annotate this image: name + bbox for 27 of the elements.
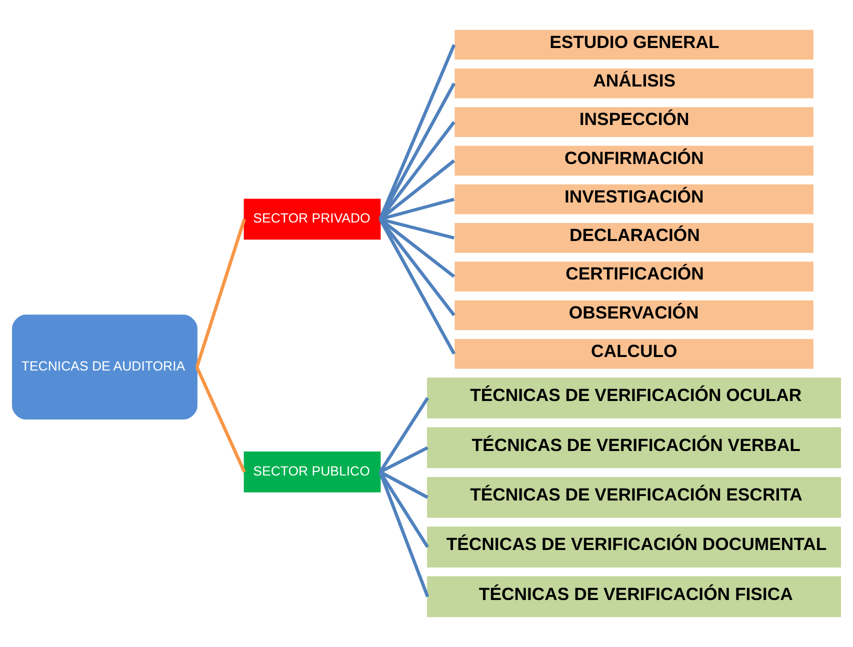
node-box: CERTIFICACIÓN xyxy=(454,262,814,292)
connector xyxy=(378,218,456,355)
node-box: OBSERVACIÓN xyxy=(454,300,814,330)
node-box: TECNICAS DE AUDITORIA xyxy=(12,314,198,420)
node-box: ESTUDIO GENERAL xyxy=(454,30,814,60)
node-box: DECLARACIÓN xyxy=(454,223,814,253)
node-box: TÉCNICAS DE VERIFICACIÓN FISICA xyxy=(427,576,842,618)
connector xyxy=(378,44,456,220)
connector xyxy=(378,471,429,548)
node-box: CALCULO xyxy=(454,338,814,369)
node-box: TÉCNICAS DE VERIFICACIÓN DOCUMENTAL xyxy=(427,526,842,568)
connector xyxy=(195,366,246,473)
connector xyxy=(378,121,456,220)
node-box: TÉCNICAS DE VERIFICACIÓN OCULAR xyxy=(427,378,842,418)
node-box: TÉCNICAS DE VERIFICACIÓN ESCRITA xyxy=(427,476,842,518)
node-box: INVESTIGACIÓN xyxy=(454,184,814,214)
connector xyxy=(195,218,246,368)
node-box: CONFIRMACIÓN xyxy=(454,146,814,176)
node-box: ANÁLISIS xyxy=(454,68,814,98)
connector xyxy=(378,397,429,473)
node-box: SECTOR PRIVADO xyxy=(244,198,381,240)
connector xyxy=(378,218,456,316)
connector xyxy=(378,471,430,598)
node-box: INSPECCIÓN xyxy=(454,107,814,137)
node-box: TÉCNICAS DE VERIFICACIÓN VERBAL xyxy=(427,427,842,468)
connector xyxy=(378,82,456,220)
node-box: SECTOR PUBLICO xyxy=(244,452,381,492)
